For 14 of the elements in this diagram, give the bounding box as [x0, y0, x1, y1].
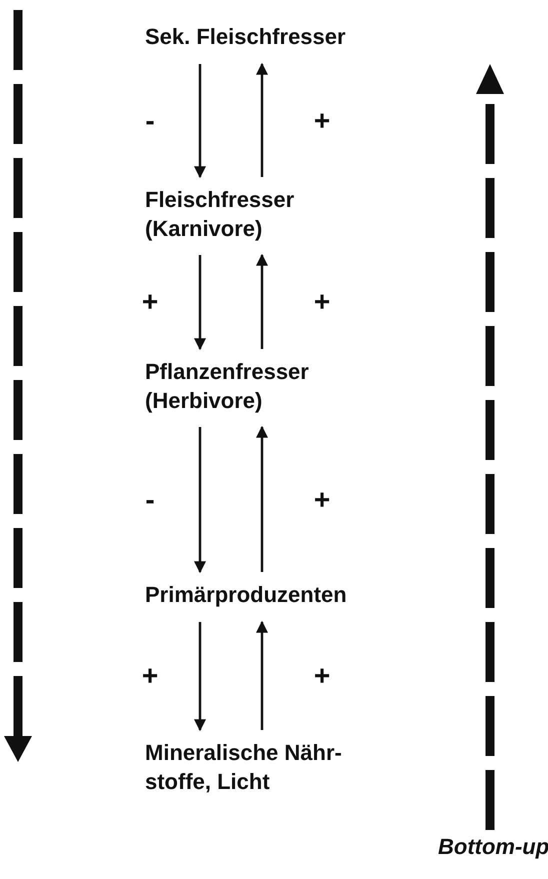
arrow [194, 427, 206, 574]
level-label: Mineralische Nähr- stoffe, Licht [145, 739, 343, 796]
arrow [194, 64, 206, 178]
level-label: Fleischfresser (Karnivore) [145, 186, 296, 243]
level-label: Sek. Fleischfresser [145, 23, 347, 51]
arrow [194, 255, 206, 350]
level-label: Primärproduzenten [145, 581, 348, 609]
arrow [256, 62, 268, 177]
arrow [256, 620, 268, 730]
arrow [256, 254, 268, 349]
arrow [256, 426, 268, 572]
direction-label: Bottom-up [438, 834, 548, 860]
arrow [194, 622, 206, 732]
level-label: Pflanzenfresser (Herbivore) [145, 358, 310, 415]
